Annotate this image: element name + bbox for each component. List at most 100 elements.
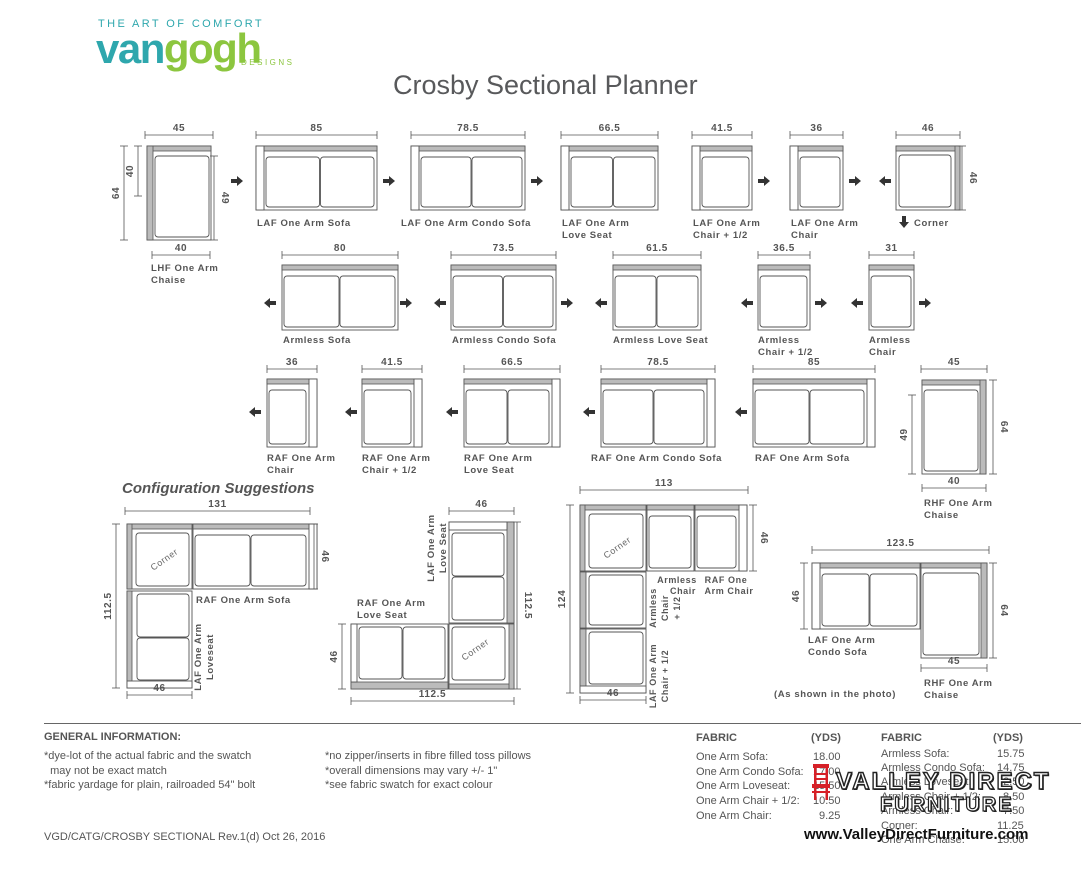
config2-loveseat-h bbox=[350, 623, 449, 690]
fabric-row-name: Armless Sofa: bbox=[881, 748, 950, 760]
laf-sofa-cushion bbox=[320, 156, 375, 208]
item-label: LAF One Arm bbox=[791, 218, 858, 229]
item-label: Chaise bbox=[924, 690, 959, 701]
armless-chair-half-back bbox=[757, 264, 811, 271]
arrow-left-icon bbox=[446, 407, 458, 417]
armless-sofa bbox=[281, 264, 399, 331]
config3-laf-chair bbox=[579, 628, 647, 694]
general-info-line: may not be exact match bbox=[44, 765, 167, 777]
raf-sofa bbox=[752, 378, 876, 448]
fabric-row-yds: 9.25 bbox=[819, 810, 841, 822]
raf-condo-sofa bbox=[600, 378, 716, 448]
laf-condo-sofa-arm bbox=[410, 145, 420, 211]
config3-cushion bbox=[588, 574, 644, 626]
watermark-line-1: VALLEY DIRECT bbox=[835, 767, 1051, 795]
laf-loveseat-back bbox=[560, 145, 659, 152]
config3-arm bbox=[579, 685, 647, 694]
dim-width-value: 46 bbox=[475, 499, 487, 510]
armless-loveseat-cushion bbox=[656, 275, 699, 328]
rhf-chaise-cushion bbox=[923, 389, 979, 472]
laf-chair-arm bbox=[789, 145, 799, 211]
dim-depth-value: 64 bbox=[998, 604, 1009, 616]
corner-piece-back bbox=[895, 145, 961, 152]
general-info-line: *dye-lot of the actual fabric and the sw… bbox=[44, 750, 252, 762]
config2-loveseat-v bbox=[448, 521, 515, 624]
armless-condo-sofa bbox=[450, 264, 557, 331]
raf-condo-sofa-cushion bbox=[602, 389, 654, 445]
lhf-chaise bbox=[146, 145, 212, 241]
fabric-header: FABRIC bbox=[696, 732, 737, 744]
general-info-line: *fabric yardage for plain, railroaded 54… bbox=[44, 779, 256, 791]
fabric-row-name: Armless Loveseat: bbox=[881, 776, 972, 788]
fabric-row-name: One Arm Chaise: bbox=[881, 834, 965, 846]
config3-back bbox=[579, 628, 587, 694]
laf-condo-sofa-cushion bbox=[471, 156, 523, 208]
armless-sofa-cushion bbox=[339, 275, 396, 328]
dim-width-value: 40 bbox=[175, 243, 187, 254]
item-label: Armless bbox=[648, 588, 658, 628]
laf-sofa-cushion bbox=[265, 156, 320, 208]
config1-corner-back bbox=[126, 523, 193, 530]
config4-condo-sofa-back bbox=[811, 562, 921, 569]
item-label: RHF One Arm bbox=[924, 678, 993, 689]
arrow-right-icon bbox=[400, 298, 412, 308]
config2-back bbox=[506, 521, 515, 624]
dim-depth-value: 64 bbox=[111, 187, 122, 199]
item-label: Love Seat bbox=[464, 465, 515, 476]
arrow-right-icon bbox=[561, 298, 573, 308]
fabric-row-yds: 15.00 bbox=[997, 834, 1025, 846]
config1-corner-back bbox=[126, 523, 133, 590]
arrow-left-icon bbox=[264, 298, 276, 308]
laf-chair bbox=[789, 145, 844, 211]
fabric-row-yds: 7.50 bbox=[1003, 805, 1025, 817]
item-label: LAF One Arm bbox=[426, 514, 437, 581]
dim-width-value: 78.5 bbox=[647, 357, 669, 368]
laf-loveseat bbox=[560, 145, 659, 211]
dim-width-value: 131 bbox=[208, 499, 227, 510]
item-label: RHF One Arm bbox=[924, 498, 993, 509]
lhf-chaise-cushion bbox=[154, 155, 210, 238]
dim-width-value: 61.5 bbox=[646, 243, 668, 254]
armless-chair bbox=[868, 264, 915, 331]
item-label: RAF One Arm Condo Sofa bbox=[591, 453, 722, 464]
item-label: RAF One bbox=[705, 575, 748, 585]
raf-chair-half-cushion bbox=[363, 389, 412, 445]
arrow-left-icon bbox=[879, 176, 891, 186]
dim-width-value: 66.5 bbox=[501, 357, 523, 368]
config1-corner bbox=[126, 523, 193, 590]
dim-width-value: 46 bbox=[607, 688, 619, 699]
fabric-row-yds: 14.75 bbox=[997, 762, 1025, 774]
config4-chaise-back bbox=[920, 562, 988, 569]
dim-width-value: 45 bbox=[948, 357, 960, 368]
config3-back bbox=[579, 571, 587, 629]
laf-loveseat-cushion bbox=[570, 156, 613, 208]
raf-loveseat-cushion bbox=[507, 389, 550, 445]
item-label: RAF One Arm Sofa bbox=[196, 595, 291, 606]
dim-width-value: 45 bbox=[948, 656, 960, 667]
config3-raf-chair bbox=[694, 504, 748, 572]
raf-sofa-cushion bbox=[754, 389, 810, 445]
item-label: Love Seat bbox=[562, 230, 613, 241]
fabric-row-name: One Arm Chair: bbox=[696, 810, 772, 822]
raf-loveseat-cushion bbox=[465, 389, 508, 445]
general-info-line: *overall dimensions may vary +/- 1" bbox=[325, 765, 498, 777]
dim-width-value: 40 bbox=[948, 476, 960, 487]
item-label: Condo Sofa bbox=[808, 647, 867, 658]
item-label: + 1/2 bbox=[672, 596, 682, 619]
config1-sofa bbox=[192, 523, 318, 590]
dim-width-value: 31 bbox=[885, 243, 897, 254]
item-label: Chair bbox=[267, 465, 294, 476]
fabric-row-yds: 15.75 bbox=[997, 748, 1025, 760]
fabric-row-yds: 11.25 bbox=[997, 820, 1024, 832]
raf-sofa-arm bbox=[866, 378, 876, 448]
armless-loveseat-back bbox=[612, 264, 702, 271]
config3-raf-chair-arm bbox=[738, 504, 748, 572]
item-label: Chair bbox=[670, 586, 696, 596]
arrow-down-icon bbox=[899, 216, 909, 228]
general-info-line: *see fabric swatch for exact colour bbox=[325, 779, 493, 791]
corner-piece-cushion bbox=[898, 154, 952, 208]
config1-sofa-cushion bbox=[194, 534, 251, 587]
config3-cushion bbox=[588, 631, 644, 685]
